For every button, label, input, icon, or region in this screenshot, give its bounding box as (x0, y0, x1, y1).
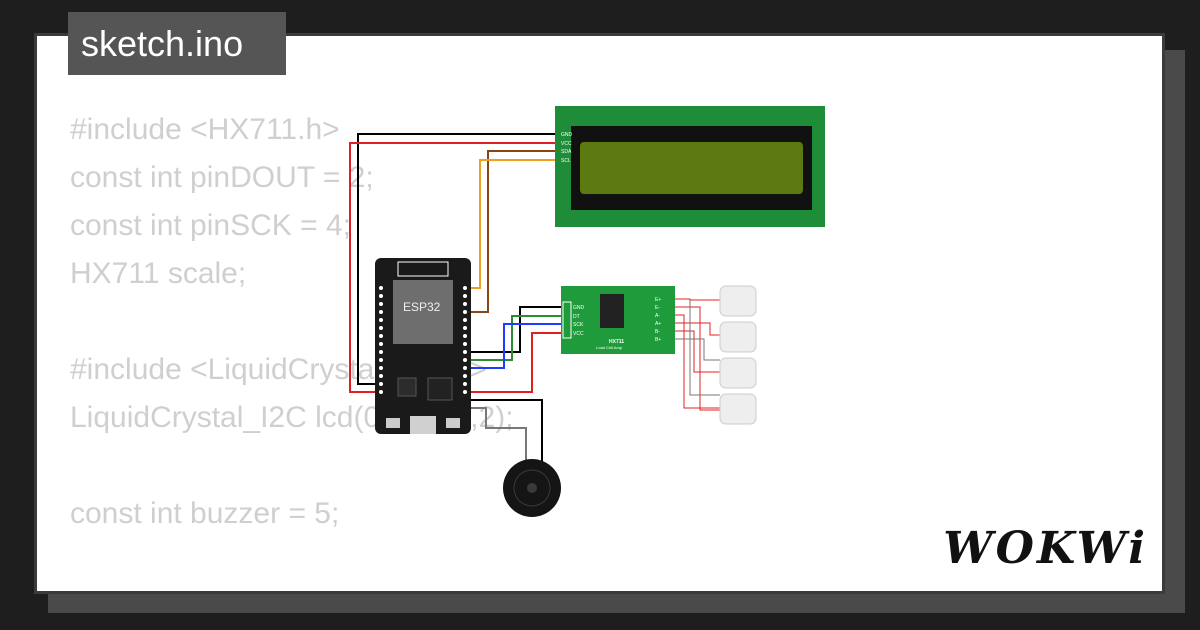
pin-dot (379, 366, 383, 370)
code-line: const int pinSCK = 4; (70, 209, 351, 242)
hx711-chip (600, 294, 624, 328)
pin-dot (379, 318, 383, 322)
load-cell-icon[interactable] (719, 393, 757, 425)
lcd-pin-label: GND (561, 132, 573, 138)
esp32-label: ESP32 (403, 300, 441, 314)
code-line: const int buzzer = 5; (70, 497, 340, 530)
esp32-module (393, 280, 453, 344)
load-cell-icon[interactable] (719, 321, 757, 353)
pin-dot (379, 382, 383, 386)
wire-loadcell (689, 300, 720, 396)
wire-loadcell (674, 322, 720, 336)
code-background: #include <HX711.h> const int pinDOUT = 2;… (70, 106, 514, 591)
wire-lcd-vcc (349, 142, 558, 393)
wire-loadcell (674, 298, 720, 301)
esp32-button[interactable] (386, 418, 400, 428)
pin-dot (379, 358, 383, 362)
code-line: const int pinDOUT = 2; (70, 161, 374, 194)
pin-dot (379, 302, 383, 306)
hx711-pin-label: B+ (655, 337, 661, 343)
code-line: HX711 scale; (70, 257, 247, 290)
wire-loadcell (674, 314, 720, 409)
wire-hx-sck (468, 323, 562, 369)
hx711-label: HX711 (609, 339, 624, 345)
hx711-pin-label: B- (655, 329, 660, 335)
file-title-badge: sketch.ino (68, 12, 286, 75)
esp32-chip (427, 377, 453, 401)
buzzer[interactable] (503, 459, 561, 517)
wire-lcd-gnd (357, 133, 558, 385)
pin-dot (463, 310, 467, 314)
hx711-pin-label: A+ (655, 321, 661, 327)
wokwi-logo: WOKWi (943, 523, 1148, 574)
wire-hx-vcc (468, 332, 562, 393)
load-cell-icon[interactable] (719, 285, 757, 317)
pin-dot (463, 366, 467, 370)
pin-dot (463, 302, 467, 306)
wire-lcd-sda (468, 150, 558, 313)
hx711-pin-label: A- (655, 313, 660, 319)
usb-port-icon (410, 416, 436, 434)
load-cells (719, 285, 757, 425)
esp32-board[interactable]: ESP32 (375, 258, 471, 434)
esp32-regulator (397, 377, 417, 397)
pin-dot (463, 326, 467, 330)
buzzer-ring (513, 469, 551, 507)
wire-loadcell (674, 306, 720, 411)
lcd-pin-label: SCL (561, 158, 571, 164)
wire-hx-gnd (468, 306, 562, 353)
wire-hx-dt (468, 315, 562, 361)
hx711-sublabel: Load Cell Amp (596, 345, 623, 350)
hx711-module[interactable]: GND DT SCK VCC E+ E- A- A+ B- B+ HX711 L… (561, 286, 675, 354)
pin-dot (379, 390, 383, 394)
hx711-pin-label: GND (573, 305, 585, 311)
pin-dot (463, 382, 467, 386)
pin-dot (379, 326, 383, 330)
pin-dot (463, 318, 467, 322)
pin-dot (463, 374, 467, 378)
lcd-screen (580, 142, 803, 194)
lcd-display[interactable]: GND VCC SDA SCL (555, 106, 825, 227)
hx711-pin-label: E- (655, 305, 660, 311)
buzzer-hole (527, 483, 537, 493)
pin-dot (463, 294, 467, 298)
pin-dot (379, 374, 383, 378)
pin-dot (463, 358, 467, 362)
pin-dot (463, 390, 467, 394)
esp32-antenna (397, 261, 449, 277)
pin-dot (379, 294, 383, 298)
lcd-pin-label: SDA (561, 149, 572, 155)
pin-dot (379, 350, 383, 354)
hx711-pin-label: DT (573, 314, 580, 320)
wire-loadcell (674, 330, 720, 373)
wires (349, 133, 720, 479)
pin-dot (379, 334, 383, 338)
pin-dot (463, 334, 467, 338)
lcd-pin-label: VCC (561, 141, 572, 147)
hx711-pin-label: E+ (655, 297, 661, 303)
pin-dot (463, 342, 467, 346)
pin-dot (463, 286, 467, 290)
code-line: #include <HX711.h> (70, 113, 340, 146)
pin-dot (379, 342, 383, 346)
hx711-pin-header (562, 301, 572, 339)
hx711-pin-label: SCK (573, 322, 584, 328)
pin-dot (463, 350, 467, 354)
hx711-pin-label: VCC (573, 331, 584, 337)
wire-lcd-scl (468, 159, 558, 289)
pin-dot (379, 286, 383, 290)
pin-dot (379, 310, 383, 314)
wire-buzzer-gnd (468, 407, 527, 462)
load-cell-icon[interactable] (719, 357, 757, 389)
wire-loadcell (674, 338, 720, 361)
esp32-button[interactable] (446, 418, 460, 428)
